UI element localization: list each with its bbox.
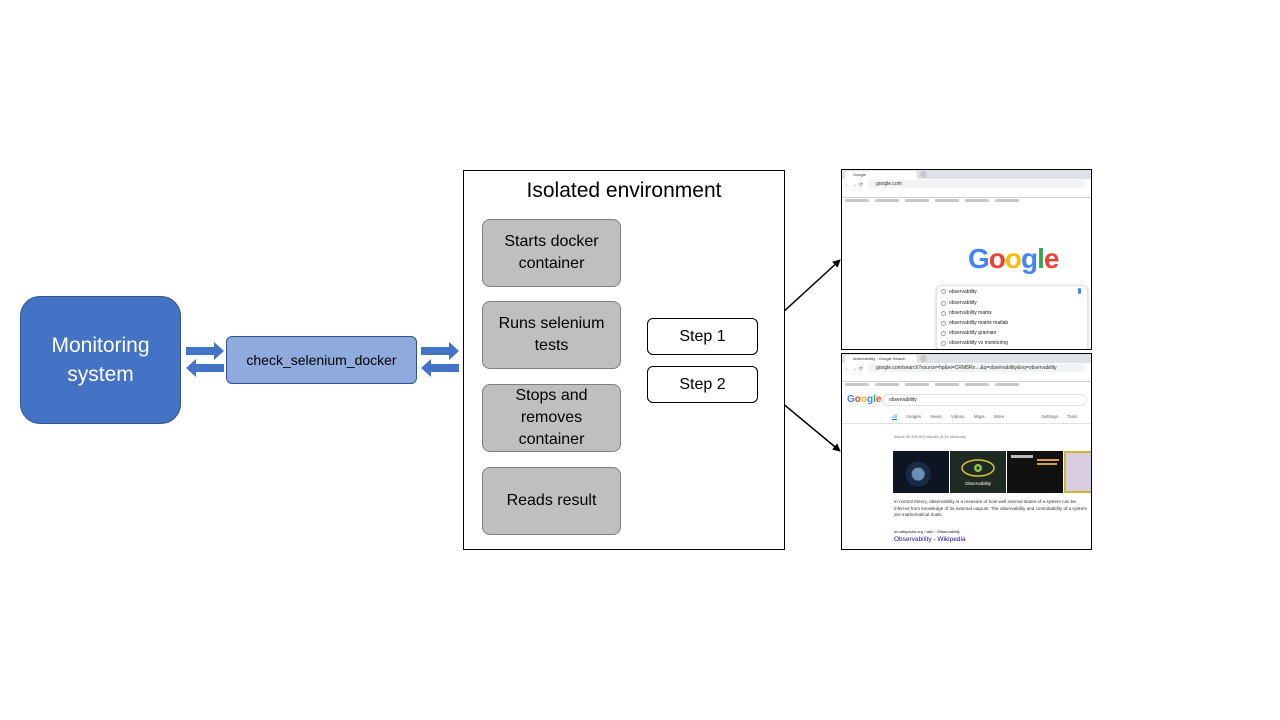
eye-icon: Observability [961, 459, 995, 486]
isolated-environment-title: Isolated environment [526, 179, 722, 202]
search-query: observability [889, 397, 917, 403]
step-read-result: Reads result [482, 467, 621, 535]
tab-maps: Maps [973, 414, 985, 419]
google-logo: Google [847, 394, 882, 405]
check-selenium-docker-node: check_selenium_docker [226, 336, 417, 384]
result-title-link: Observability - Wikipedia [894, 536, 966, 543]
step-line: Starts docker [504, 233, 599, 250]
test-step-2: Step 2 [647, 366, 758, 403]
result-count: About 30 300 000 results (0,34 seconds) [894, 434, 967, 439]
test-step-1-label: Step 1 [679, 327, 726, 345]
bookmarks-bar [842, 373, 1091, 386]
thumbnail-image [1007, 451, 1063, 493]
result-url: en.wikipedia.org › wiki › Observability [894, 529, 960, 534]
step-line: container [518, 431, 585, 448]
tab-settings: Settings [1041, 414, 1058, 419]
url-field: google.com [868, 180, 1085, 188]
search-suggestions-box: observability observability observabilit… [936, 285, 1088, 349]
step-line: Runs selenium [498, 315, 605, 332]
arrow-isolated-to-plugin [421, 359, 459, 377]
suggestion-item: observability matrix [949, 310, 992, 316]
search-icon [941, 321, 946, 326]
nav-arrows-icon: ←→⟳ [845, 182, 866, 188]
url-field: google.com/search?source=hp&ei=CRM8Rn…&q… [868, 364, 1085, 372]
plugin-label: check_selenium_docker [246, 352, 397, 368]
thumbnail-image [893, 451, 949, 493]
nav-arrows-icon: ←→⟳ [845, 366, 866, 372]
browser-tab: Google [845, 171, 917, 179]
browser-url-bar: ←→⟳ google.com/search?source=hp&ei=CRM8R… [842, 363, 1091, 373]
test-step-2-label: Step 2 [679, 375, 726, 393]
suggestion-item: observability gramian [949, 330, 997, 336]
step-line: Reads result [506, 492, 597, 509]
result-snippet: In control theory, observability is a me… [894, 499, 1087, 517]
suggestion-item: observability vs monitoring [949, 340, 1008, 346]
browser-tab-bar: observability - Google Search [842, 354, 1091, 363]
step-line: removes [520, 409, 583, 426]
search-icon [941, 301, 946, 306]
search-icon [941, 311, 946, 316]
result-tabs: All Images News Videos Maps More Setting… [892, 414, 1086, 420]
tab-images: Images [906, 414, 922, 419]
tab-more: More [994, 414, 1005, 419]
browser-tab: observability - Google Search [845, 355, 917, 363]
mic-icon [1078, 288, 1081, 294]
browser-url-bar: ←→⟳ google.com [842, 179, 1091, 189]
step-line: tests [534, 337, 569, 354]
step-run-tests: Runs selenium tests [482, 301, 621, 369]
search-query: observability [949, 289, 977, 295]
thumbnail-image [1064, 451, 1091, 493]
tab-news: News [930, 414, 942, 419]
test-step-1: Step 1 [647, 318, 758, 355]
suggestion-item: observability matrix matlab [949, 320, 1009, 326]
arrow-plugin-to-isolated [421, 342, 459, 360]
thumbnail-image: Observability [950, 451, 1006, 493]
new-tab-icon [920, 355, 927, 362]
arrow-plugin-to-monitoring [186, 359, 224, 377]
tab-videos: Videos [950, 414, 965, 419]
step-line: Stops and [515, 387, 588, 404]
monitoring-system-label: Monitoring system [51, 334, 150, 386]
search-icon [941, 331, 946, 336]
step-start-container: Starts docker container [482, 219, 621, 287]
new-tab-icon [920, 171, 927, 178]
divider [842, 423, 1091, 424]
step-line: container [518, 255, 585, 272]
search-icon [941, 289, 946, 294]
step-stop-remove: Stops and removes container [482, 384, 621, 452]
thumbnail-label: Observability [965, 481, 992, 486]
tab-all: All [892, 414, 898, 420]
browser-screenshot-google-results: observability - Google Search ←→⟳ google… [841, 353, 1092, 550]
tab-tools: Tools [1067, 414, 1078, 419]
suggestion-item: observability [949, 300, 977, 306]
browser-screenshot-google-home: Google ←→⟳ google.com Google observabili… [841, 169, 1092, 350]
monitoring-system-node: Monitoring system [20, 296, 181, 424]
google-logo: Google [968, 243, 1059, 274]
arrow-monitoring-to-plugin [186, 342, 224, 360]
bookmarks-bar [842, 189, 1091, 202]
search-input: observability [882, 394, 1087, 406]
search-icon [941, 341, 946, 346]
browser-tab-bar: Google [842, 170, 1091, 179]
